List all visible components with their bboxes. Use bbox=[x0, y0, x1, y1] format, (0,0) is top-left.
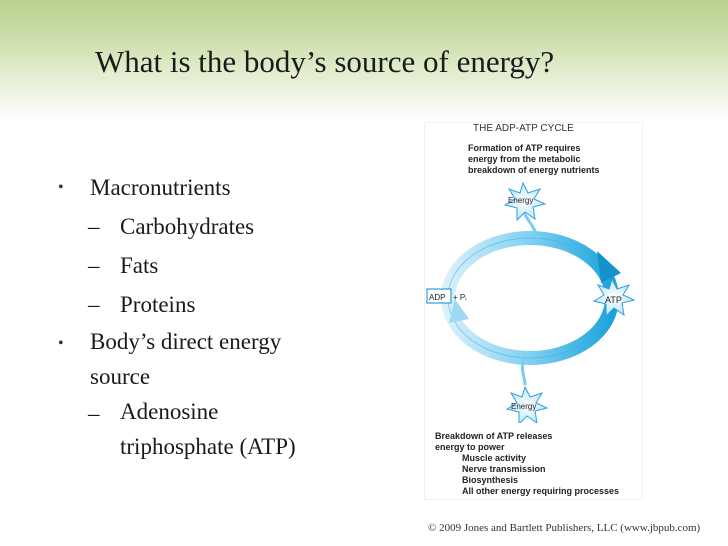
bullet-text: Body’s direct energy source bbox=[90, 324, 388, 394]
adp-atp-cycle-diagram: THE ADP-ATP CYCLE Formation of ATP requi… bbox=[424, 122, 643, 500]
sub-bullet-text: Carbohydrates bbox=[120, 214, 255, 239]
bullet-list: • Macronutrients – Carbohydrates – Fats … bbox=[58, 168, 388, 464]
bullet-item: • Macronutrients bbox=[58, 168, 388, 207]
dash-marker: – bbox=[88, 292, 100, 317]
bullet-marker: • bbox=[58, 335, 64, 352]
energy-output-arrow bbox=[520, 354, 527, 386]
copyright-text: © 2009 Jones and Bartlett Publishers, LL… bbox=[428, 522, 701, 534]
sub-bullet-item: – Adenosine triphosphate (ATP) bbox=[58, 394, 388, 464]
sub-bullet-item: – Proteins bbox=[58, 285, 388, 324]
diagram-top-line: energy from the metabolic bbox=[468, 154, 581, 164]
atp-label: ATP bbox=[605, 295, 622, 305]
diagram-bottom-item: All other energy requiring processes bbox=[462, 486, 620, 496]
energy-top-label: Energy bbox=[508, 196, 533, 205]
sub-bullet-text: Proteins bbox=[120, 292, 196, 317]
header-band bbox=[0, 0, 728, 120]
diagram-bottom-item: Muscle activity bbox=[462, 453, 527, 463]
diagram-bottom-text: Breakdown of ATP releases energy to powe… bbox=[435, 431, 640, 497]
energy-bottom-label: Energy bbox=[511, 402, 536, 411]
cycle-graphic: Energy ADP + Pᵢ ATP Energy bbox=[426, 181, 636, 423]
sub-bullet-text-line: Adenosine bbox=[120, 399, 219, 424]
cycle-arrowhead-icon bbox=[597, 251, 621, 283]
sub-bullet-item: – Fats bbox=[58, 246, 388, 285]
adp-label: ADP bbox=[429, 293, 445, 302]
diagram-top-line: Formation of ATP requires bbox=[468, 143, 581, 153]
sub-bullet-text: Adenosine triphosphate (ATP) bbox=[120, 394, 388, 464]
bullet-item: • Body’s direct energy source bbox=[58, 324, 388, 394]
bullet-text: Macronutrients bbox=[90, 175, 231, 200]
bullet-marker: • bbox=[58, 179, 64, 196]
diagram-bottom-item: Nerve transmission bbox=[462, 464, 546, 474]
sub-bullet-text-line: triphosphate (ATP) bbox=[120, 434, 296, 459]
sub-bullet-item: – Carbohydrates bbox=[58, 207, 388, 246]
diagram-top-line: breakdown of energy nutrients bbox=[468, 165, 600, 175]
dash-marker: – bbox=[88, 253, 100, 278]
energy-star-icon bbox=[503, 181, 547, 222]
cycle-arrowhead-icon bbox=[449, 299, 469, 323]
energy-input-arrow bbox=[521, 210, 539, 242]
sub-bullet-text: Fats bbox=[120, 253, 159, 278]
energy-star-icon bbox=[505, 385, 549, 423]
diagram-bottom-line: energy to power bbox=[435, 442, 505, 452]
diagram-bottom-line: Breakdown of ATP releases bbox=[435, 431, 553, 441]
diagram-top-text: Formation of ATP requires energy from th… bbox=[468, 143, 640, 176]
pi-label: + Pᵢ bbox=[453, 293, 467, 302]
atp-star-icon bbox=[592, 277, 636, 318]
diagram-bottom-item: Biosynthesis bbox=[462, 475, 519, 485]
cycle-ring bbox=[441, 231, 619, 365]
dash-marker: – bbox=[88, 214, 100, 239]
bullet-text-line: source bbox=[90, 364, 151, 389]
slide-title: What is the body’s source of energy? bbox=[95, 44, 555, 79]
bullet-text-line: Body’s direct energy bbox=[90, 329, 282, 354]
dash-marker: – bbox=[88, 401, 100, 426]
adp-box bbox=[426, 288, 452, 304]
diagram-title: THE ADP-ATP CYCLE bbox=[473, 123, 574, 134]
